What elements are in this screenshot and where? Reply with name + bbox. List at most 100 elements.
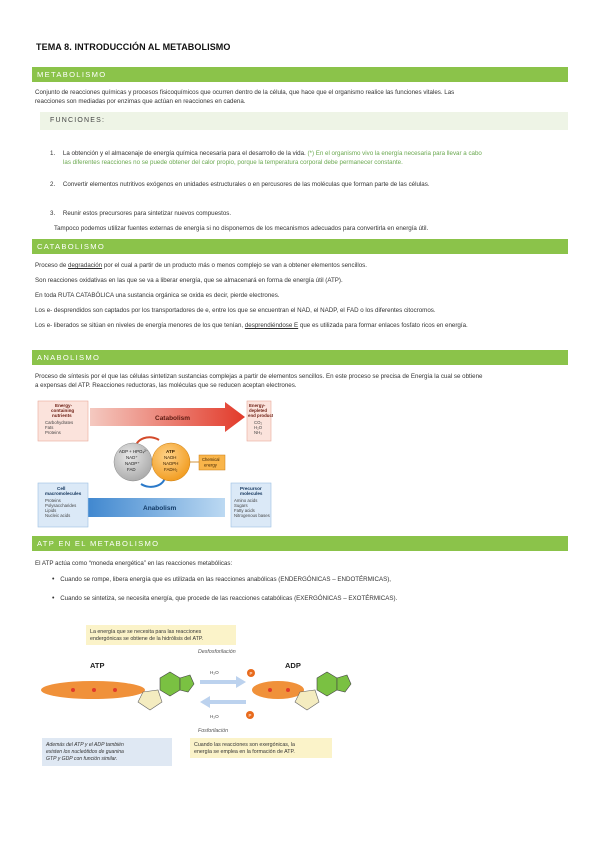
item-text: La obtención y el almacenaje de energía … [62,150,306,157]
macromolecule-item: Polysaccharides [45,503,76,508]
nutrient-item: Carbohydrates [45,420,73,425]
catabolismo-line-4: Los e- desprendidos son captados por los… [35,307,436,314]
anabolismo-line-1: Proceso de síntesis por el que las célul… [35,373,483,380]
dephosphorylation-arrow [200,676,246,688]
text: Los e- liberados se sitúan en niveles de… [35,322,244,329]
orange-circle-item: ATP [166,449,175,454]
section-header-catabolismo: CATABOLISMO [32,239,568,254]
underlined-term: degradación [68,262,103,269]
metabolismo-line-2: reacciones son mediadas por enzimas que … [35,97,246,105]
precursor-item: Amino acids [234,498,257,503]
atp-ribose [137,689,163,711]
end-products-title-3: end products [248,413,273,418]
nutrient-item: Proteins [45,430,61,435]
released-phosphate-label: P [250,671,253,676]
right-note-line-1: Cuando las reacciones son exergónicas, l… [194,742,295,748]
precursor-item: Fatty acids [234,508,255,513]
atp-bullet-2: • Cuando se sintetiza, se necesita energ… [52,595,572,604]
phosphate-atom [113,688,117,692]
grey-circle-item: ADP + HPO₄²⁻ [119,449,148,454]
item-number: 1. [50,150,56,157]
water-label-bottom: H₂O [210,714,219,719]
end-products-title-1: Energy- [249,403,266,408]
end-product-item: CO₂ [254,420,262,425]
metabolismo-definition: Conjunto de reacciones químicas y proces… [35,89,570,106]
adp-ribose [294,689,320,711]
atp-adenine-ring [179,674,195,693]
orange-circle-item: FADH₂ [164,467,178,472]
catabolismo-line-3: En toda RUTA CATABÓLICA una sustancia or… [35,292,280,299]
bullet-icon: • [52,595,55,602]
top-note-line-2: endergónicas se obtiene de la hidrólisis… [90,636,203,642]
page-title: TEMA 8. INTRODUCCIÓN AL METABOLISMO [36,42,231,52]
nutrients-title-1: Energy- [55,403,73,408]
precursor-item: Nitrogenous bases [234,513,270,518]
end-product-item: NH₃ [254,430,262,435]
end-products-box [246,400,272,442]
metabolismo-note: Tampoco podemos utilizar fuentes externa… [54,225,429,232]
atp-adp-cycle-diagram: La energía que se necesita para las reac… [38,620,368,768]
top-note-line-1: La energía que se necesita para las reac… [90,629,202,635]
item-text: Convertir elementos nutritivos exógenos … [62,181,430,188]
orange-circle-item: NADH [164,455,176,460]
nutrient-item: Fats [45,425,53,430]
end-products-title-2: depleted [249,408,267,413]
anabolism-arrow [63,492,225,524]
anabolismo-line-2: a expensas del ATP. Reacciones reductora… [35,381,297,389]
desfosforilacion-label: Desfosforilación [198,649,236,655]
chemical-energy-box [198,454,226,471]
catabolismo-line-2: Son reacciones oxidativas en las que se … [35,277,343,284]
metabolism-diagram: Catabolism Anabolism Energy- containing … [35,398,273,528]
precursor-item: Sugars [234,503,248,508]
chemical-energy-label-1: Chemical [202,457,220,462]
function-item-1: 1. La obtención y el almacenaje de energ… [50,150,570,167]
section-header-metabolismo: METABOLISMO [32,67,568,82]
funciones-header: FUNCIONES: [40,112,568,130]
catabolism-arrow [90,402,245,432]
text: Proceso de [35,262,67,269]
section-header-anabolismo: ANABOLISMO [32,350,568,365]
added-phosphate-icon [246,711,254,719]
atp-bullet-1: • Cuando se rompe, libera energía que es… [52,576,572,585]
item-note-green: (*) En el organismo vivo la energía nece… [307,150,482,157]
phosphate-atom [71,688,75,692]
added-phosphate-label: P [249,713,252,718]
phosphate-atom [268,688,272,692]
adp-adenine-ring [336,674,352,693]
function-item-3: 3. Reunir estos precursores para sinteti… [50,210,570,219]
precursors-box [230,482,272,528]
orange-circle-item: NADPH [163,461,178,466]
grey-circle-item: NAD⁺ [126,455,138,460]
grey-circle-item: FAD [127,467,136,472]
catabolism-label: Catabolism [155,415,190,422]
precursors-title-2: molecules [240,491,263,496]
nutrients-box [37,400,89,442]
left-note-line-1: Además del ATP y el ADP también [45,742,124,748]
section-header-atp: ATP EN EL METABOLISMO [32,536,568,551]
right-note-line-2: energía se emplea en la formación de ATP… [194,749,295,755]
adp-label: ADP [285,661,301,670]
phosphate-atom [92,688,96,692]
end-product-item: H₂O [254,425,263,430]
macromolecules-title-1: Cell [57,486,65,491]
top-note-box [86,625,236,645]
macromolecules-title-2: macromolecules [45,491,82,496]
phosphorylation-arrow [200,696,246,708]
adp-phosphate-group [252,681,304,699]
bullet-text: Cuando se sintetiza, se necesita energía… [60,595,398,602]
metabolismo-line-1: Conjunto de reacciones químicas y proces… [35,89,455,96]
item-number: 2. [50,181,56,188]
nutrients-title-2: containing [51,408,74,413]
phosphate-atom [286,688,290,692]
precursors-title-1: Precursor [240,486,262,491]
catabolismo-line-1: Proceso de degradación por el cual a par… [35,262,570,271]
water-label: H₂O [210,670,219,675]
text: que es utilizada para formar enlaces fos… [299,322,468,329]
item-number: 3. [50,210,56,217]
item-note-green-continued: las diferentes reacciones no se puede ob… [63,158,403,166]
grey-circle-item: NADP⁺ [125,461,140,466]
catabolismo-line-5: Los e- liberados se sitúan en niveles de… [35,322,570,331]
text: por el cual a partir de un producto más … [103,262,367,269]
right-note-box [190,738,332,758]
left-note-line-3: GTP y GDP con función similar. [46,756,117,762]
